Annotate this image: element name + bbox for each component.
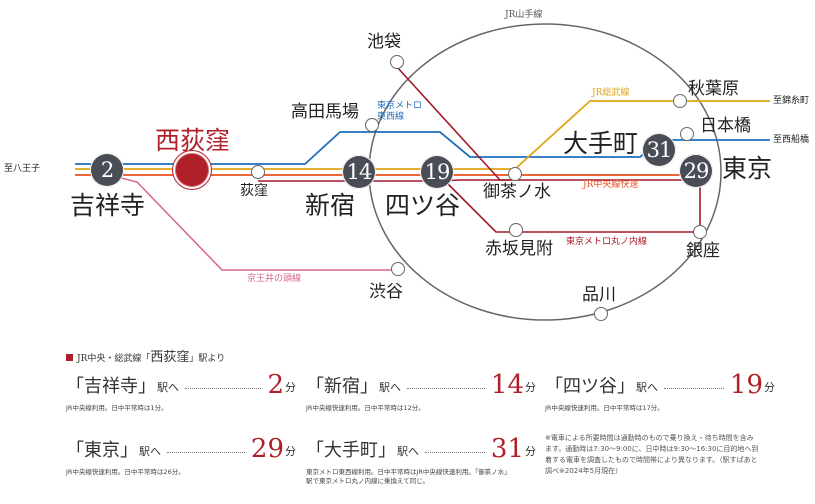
station-dot-ogikubo xyxy=(251,165,265,179)
time-note: JR中央線利用。日中平常時は1分。 xyxy=(66,404,168,412)
tozai-label-line1: 東京メトロ xyxy=(377,101,423,111)
station-label-yotsuya: 四ツ谷 xyxy=(385,191,461,220)
time-minutes: 2 xyxy=(267,370,284,400)
travel-times-panel: JR中央・総武線「西荻窪」駅より 「吉祥寺」 駅へ 2 分 JR中央線利用。日中… xyxy=(0,340,815,504)
time-item-yotsuya: 「四ツ谷」 駅へ 19 分 JR中央線快速利用。日中平常時は17分。 xyxy=(545,368,775,413)
sobu-line-label: JR総武線 xyxy=(592,88,630,98)
leader-dots xyxy=(407,388,485,389)
time-station: 「新宿」 xyxy=(306,376,378,397)
time-item-otemachi: 「大手町」 駅へ 31 分 東京メトロ東西線利用。日中平常時はJR中央線快速利用… xyxy=(306,432,536,487)
time-item-tokyo: 「東京」 駅へ 29 分 JR中央線快速利用。日中平常時は26分。 xyxy=(66,432,296,477)
badge-otemachi: 31 xyxy=(642,133,676,167)
badge-yotsuya: 19 xyxy=(420,155,454,189)
time-eki-suffix: 駅へ xyxy=(636,381,658,394)
station-label-ochanomizu: 御茶ノ水 xyxy=(483,182,551,202)
station-dot-takadanobaba xyxy=(365,118,379,132)
heading-prefix: JR中央・総武線「 xyxy=(77,354,151,364)
time-minutes: 19 xyxy=(729,370,763,400)
station-label-ginza: 銀座 xyxy=(686,241,720,261)
time-eki-suffix: 駅へ xyxy=(397,445,419,458)
badge-kichijoji: 2 xyxy=(90,153,124,187)
station-label-ikebukuro: 池袋 xyxy=(367,32,401,52)
times-heading: JR中央・総武線「西荻窪」駅より xyxy=(66,346,225,365)
station-label-shinagawa: 品川 xyxy=(582,285,616,305)
time-minutes: 14 xyxy=(490,370,524,400)
chuo-rapid-line-label: JR中央線快速 xyxy=(583,180,639,190)
time-unit: 分 xyxy=(285,445,296,458)
station-dot-akasakamitsuke xyxy=(509,223,523,237)
station-label-tokyo: 東京 xyxy=(722,154,773,183)
tozai-line-label: 東京メトロ 東西線 xyxy=(377,101,422,124)
time-unit: 分 xyxy=(764,381,775,394)
time-minutes: 29 xyxy=(250,434,284,464)
time-unit: 分 xyxy=(525,381,536,394)
badge-shinjuku: 14 xyxy=(342,155,376,189)
tozai-label-line2: 東西線 xyxy=(377,112,405,123)
station-dot-ochanomizu xyxy=(508,167,522,181)
heading-station: 西荻窪 xyxy=(150,350,190,365)
station-label-nihombashi: 日本橋 xyxy=(700,116,751,136)
leader-dots xyxy=(167,452,245,453)
time-note: JR中央線快速利用。日中平常時は12分。 xyxy=(306,404,425,412)
station-dot-ginza xyxy=(693,225,707,239)
destination-hachioji: 至八王子 xyxy=(4,164,41,174)
destination-nishifunabashi: 至西船橋 xyxy=(773,135,810,145)
station-dot-nihombashi xyxy=(680,127,694,141)
time-note: 東京メトロ東西線利用。日中平常時はJR中央線快速利用。「御茶ノ水」駅で東京メトロ… xyxy=(306,468,511,486)
time-eki-suffix: 駅へ xyxy=(379,381,401,394)
time-unit: 分 xyxy=(285,381,296,394)
heading-square-icon xyxy=(66,354,73,361)
station-dot-ikebukuro xyxy=(390,55,404,69)
time-item-shinjuku: 「新宿」 駅へ 14 分 JR中央線快速利用。日中平常時は12分。 xyxy=(306,368,536,413)
time-station: 「東京」 xyxy=(66,440,138,461)
target-station-marker xyxy=(173,151,211,189)
yamanote-line-label: JR山手線 xyxy=(505,10,543,20)
station-label-akihabara: 秋葉原 xyxy=(688,79,739,99)
time-minutes: 31 xyxy=(490,434,524,464)
time-unit: 分 xyxy=(525,445,536,458)
time-station: 「四ツ谷」 xyxy=(545,376,635,397)
route-map: JR山手線 至八王子 至錦糸町 至西船橋 東京メトロ 東西線 JR総武線 JR中… xyxy=(4,10,810,321)
time-station: 「吉祥寺」 xyxy=(66,376,156,397)
station-label-otemachi: 大手町 xyxy=(563,129,639,158)
station-label-takadanobaba: 高田馬場 xyxy=(291,102,359,122)
station-dot-shinagawa xyxy=(594,307,608,321)
station-label-shinjuku: 新宿 xyxy=(305,191,356,220)
leader-dots xyxy=(664,388,724,389)
station-label-shibuya: 渋谷 xyxy=(369,282,403,302)
target-station-label: 西荻窪 xyxy=(155,126,231,155)
keio-line-label: 京王井の頭線 xyxy=(247,274,302,284)
leader-dots xyxy=(425,452,485,453)
leader-dots xyxy=(185,388,262,389)
time-station: 「大手町」 xyxy=(306,440,396,461)
station-label-akasakamitsuke: 赤坂見附 xyxy=(485,239,553,259)
station-dot-shibuya xyxy=(391,262,405,276)
station-label-ogikubo: 荻窪 xyxy=(240,183,268,199)
time-item-kichijoji: 「吉祥寺」 駅へ 2 分 JR中央線利用。日中平常時は1分。 xyxy=(66,368,296,413)
footnote: ※電車による所要時間は通勤時のもので乗り換え・待ち時間を含みます。通勤時は7:3… xyxy=(545,434,759,475)
station-label-kichijoji: 吉祥寺 xyxy=(70,191,146,220)
time-note: JR中央線快速利用。日中平常時は26分。 xyxy=(66,468,185,476)
time-note: JR中央線快速利用。日中平常時は17分。 xyxy=(545,404,664,412)
marunouchi-line-label: 東京メトロ丸ノ内線 xyxy=(566,237,648,247)
time-eki-suffix: 駅へ xyxy=(139,445,161,458)
time-eki-suffix: 駅へ xyxy=(157,381,179,394)
station-dot-akihabara xyxy=(673,94,687,108)
badge-tokyo: 29 xyxy=(679,154,713,188)
destination-kinshicho: 至錦糸町 xyxy=(773,96,810,106)
heading-suffix: 」駅より xyxy=(189,354,226,364)
